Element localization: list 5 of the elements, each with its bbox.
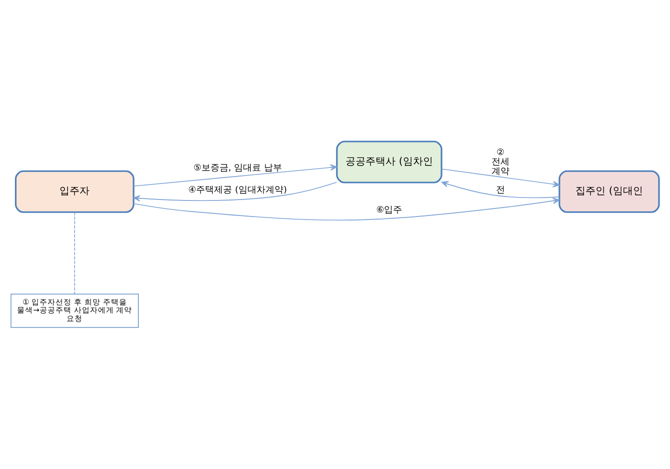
- edge-label: 전: [496, 185, 505, 196]
- edge-label: ⑥입주: [376, 206, 402, 216]
- edge-label: ② 전세 계약: [491, 148, 510, 178]
- edge-label: ⑤보증금, 임대료 납부: [193, 163, 282, 174]
- edge-label: ④주택제공 (임대차계약): [188, 185, 287, 196]
